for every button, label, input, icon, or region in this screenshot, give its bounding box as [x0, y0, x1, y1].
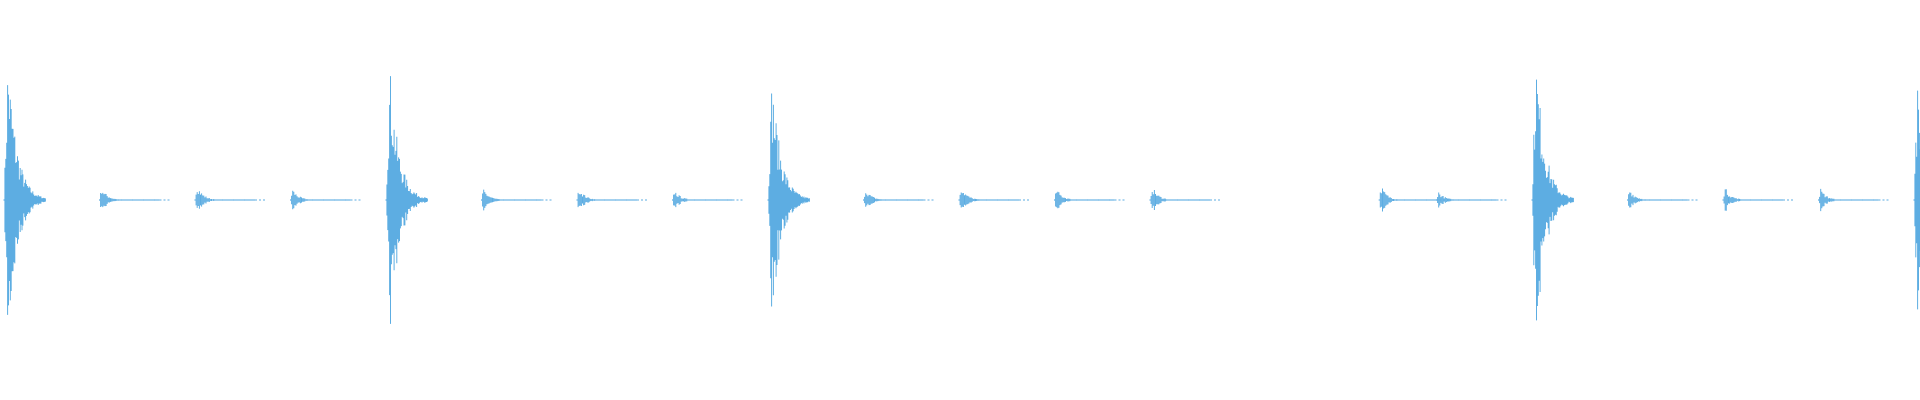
waveform-samples — [290, 190, 351, 210]
waveform-samples — [99, 192, 160, 208]
waveform-samples — [1913, 90, 1920, 310]
beat-waveform-burst — [3, 85, 46, 315]
waveform-samples — [767, 93, 810, 307]
waveform-samples — [576, 192, 637, 208]
tick-waveform-burst — [672, 192, 743, 208]
waveform-samples — [1054, 191, 1115, 209]
waveform-samples — [672, 192, 733, 208]
tick-waveform-burst — [1436, 192, 1507, 208]
tick-waveform-burst — [481, 189, 552, 211]
waveform-samples — [1722, 189, 1783, 211]
beat-waveform-burst — [1531, 79, 1574, 321]
waveform-samples — [958, 192, 1019, 208]
waveform-samples — [1149, 190, 1210, 210]
waveform-samples — [3, 85, 46, 315]
waveform-samples — [1436, 192, 1497, 208]
waveform-samples — [385, 76, 428, 324]
tick-waveform-burst — [1054, 191, 1125, 209]
tick-waveform-burst — [194, 191, 265, 209]
waveform-samples — [1531, 79, 1574, 321]
tick-waveform-burst — [1818, 188, 1889, 212]
beat-waveform-burst — [1913, 90, 1920, 310]
waveform-samples — [1378, 188, 1440, 212]
tick-waveform-burst — [576, 192, 647, 208]
waveform-samples — [863, 193, 924, 207]
tick-waveform-burst — [1722, 189, 1793, 211]
beat-waveform-burst — [767, 93, 810, 307]
waveform-samples — [481, 189, 542, 211]
tick-waveform-burst — [863, 193, 934, 207]
waveform-samples — [1627, 192, 1688, 208]
tick-waveform-burst — [99, 192, 170, 208]
tick-waveform-burst — [290, 190, 361, 210]
tick-waveform-burst — [1627, 192, 1698, 208]
beat-waveform-burst — [385, 76, 428, 324]
waveform-samples — [1818, 188, 1879, 212]
tick-waveform-burst — [1149, 190, 1220, 210]
tick-waveform-burst — [958, 192, 1029, 208]
waveform-samples — [194, 191, 255, 209]
